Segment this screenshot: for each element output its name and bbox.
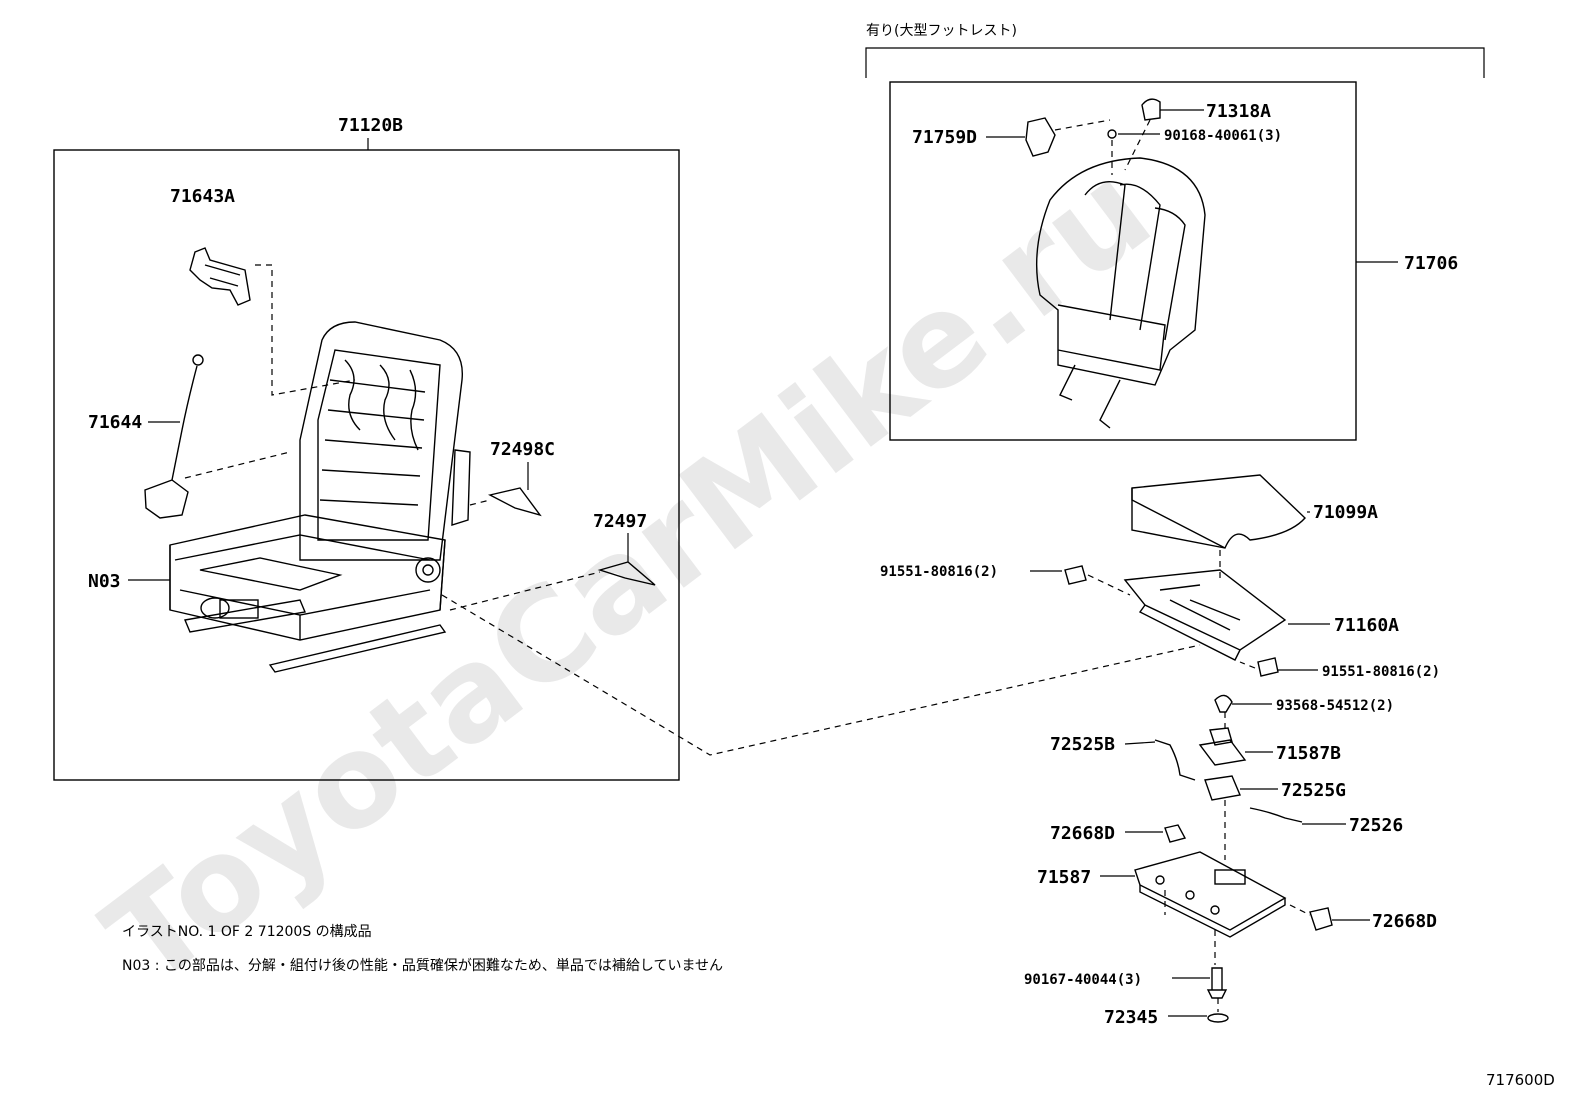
label-71120B: 71120B	[338, 115, 403, 136]
label-71587: 71587	[1037, 867, 1091, 888]
label-72497: 72497	[593, 511, 647, 532]
part-72498C-drawing	[487, 487, 542, 517]
label-91551-80816-right: 91551-80816(2)	[1322, 664, 1440, 680]
label-72525B: 72525B	[1050, 734, 1115, 755]
label-93568-54512: 93568-54512(2)	[1276, 698, 1394, 714]
footrest-base-drawing	[1064, 474, 1333, 1023]
n03-note: N03 : この部品は、分解・組付け後の性能・品質確保が困難なため、単品では補給…	[122, 958, 724, 974]
watermark: ToyotaCarMike.ru	[79, 136, 1178, 1015]
label-90167-40044: 90167-40044(3)	[1024, 972, 1142, 988]
option-group-bracket	[865, 47, 1485, 78]
label-N03: N03	[88, 571, 121, 592]
label-90168-40061: 90168-40061(3)	[1164, 128, 1282, 144]
label-71706: 71706	[1404, 253, 1458, 274]
label-71759D: 71759D	[912, 127, 977, 148]
label-72668D-lower: 72668D	[1372, 911, 1437, 932]
option-group-label: 有り(大型フットレスト)	[866, 23, 1017, 39]
label-72668D-upper: 72668D	[1050, 823, 1115, 844]
label-72498C: 72498C	[490, 439, 555, 460]
label-72526: 72526	[1349, 815, 1403, 836]
label-71643A: 71643A	[170, 186, 235, 207]
label-71099A: 71099A	[1313, 502, 1378, 523]
label-71160A: 71160A	[1334, 615, 1399, 636]
label-91551-80816-left: 91551-80816(2)	[880, 564, 998, 580]
seat-assembly-frame	[53, 149, 680, 781]
footrest-drawing	[1025, 98, 1206, 429]
label-71644: 71644	[88, 412, 142, 433]
footer-code: 717600D	[1486, 1071, 1555, 1089]
illustration-note: イラストNO. 1 OF 2 71200S の構成品	[122, 924, 372, 940]
label-71318A: 71318A	[1206, 101, 1271, 122]
label-71587B: 71587B	[1276, 743, 1341, 764]
footrest-assembly-frame	[889, 81, 1357, 441]
label-72525G: 72525G	[1281, 780, 1346, 801]
part-71643A-drawing	[189, 247, 251, 306]
part-72497-drawing	[597, 561, 656, 586]
seat-frame-drawing	[169, 321, 471, 673]
part-71644-drawing	[144, 354, 204, 519]
label-72345: 72345	[1104, 1007, 1158, 1028]
